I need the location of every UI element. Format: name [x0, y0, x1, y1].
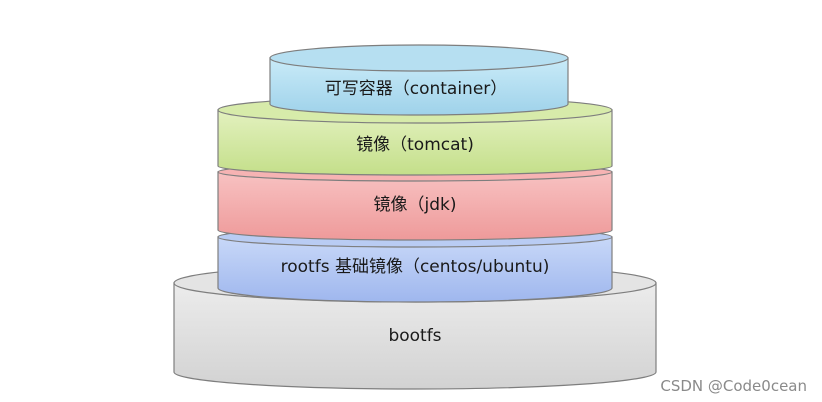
rootfs-label: rootfs 基础镜像（centos/ubuntu) — [281, 257, 550, 277]
tomcat-label: 镜像（tomcat) — [356, 135, 474, 155]
jdk-label: 镜像（jdk) — [374, 195, 457, 215]
container-label: 可写容器（container） — [325, 79, 508, 99]
layer-container: 可写容器（container） — [269, 44, 569, 116]
bootfs-label: bootfs — [388, 326, 441, 346]
watermark: CSDN @Code0cean — [660, 377, 807, 395]
